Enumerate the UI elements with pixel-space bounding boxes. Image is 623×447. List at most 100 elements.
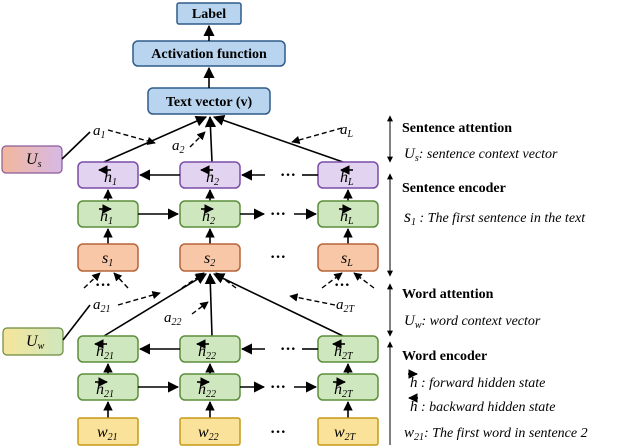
line-us-to-attention bbox=[61, 131, 91, 160]
svg-text:h22: h22 bbox=[198, 381, 216, 400]
svg-text:h : forward hidden state: h : forward hidden state bbox=[410, 375, 545, 391]
line-uw-to-attention bbox=[62, 304, 91, 341]
attention-weight-a22: a22 bbox=[164, 310, 182, 328]
sentence-backward-node-1: h1 bbox=[77, 161, 139, 189]
svg-text:w21: w21 bbox=[97, 424, 118, 443]
ellipsis-word-forward: ··· bbox=[270, 379, 286, 396]
dashed-fan-sL bbox=[321, 272, 343, 289]
word-node-21: w21 bbox=[77, 417, 139, 446]
sentence-node-L: sL bbox=[317, 243, 379, 272]
attention-weight-aL: aL bbox=[340, 122, 354, 140]
legend-forward-hidden-state: h : forward hidden state bbox=[408, 369, 545, 391]
line-hw21-to-s2 bbox=[103, 273, 207, 337]
svg-text:h2T: h2T bbox=[334, 381, 354, 400]
word-forward-node-22: h22 bbox=[179, 373, 241, 401]
svg-text:w21: The first word in sentenc: w21: The first word in sentence 2 bbox=[404, 425, 588, 443]
legend-backward-hidden-state: h : backward hidden state bbox=[408, 393, 555, 415]
svg-text:h21: h21 bbox=[96, 343, 114, 362]
svg-text:a22: a22 bbox=[164, 310, 182, 328]
sentence-backward-node-L: hL bbox=[317, 161, 379, 189]
svg-text:w22: w22 bbox=[198, 424, 219, 443]
sentence-node-1: s1 bbox=[77, 243, 139, 272]
section-title-word-attention: Word attention bbox=[402, 287, 494, 302]
legend-sentence-encoder: Sentence encoder s1 : The first sentence… bbox=[402, 181, 586, 228]
dashed-a21 bbox=[117, 291, 161, 306]
sentence-node-2: s2 bbox=[179, 243, 241, 272]
svg-text:h21: h21 bbox=[96, 381, 114, 400]
text-vector-text: Text vector (v) bbox=[166, 95, 253, 110]
word-backward-node-2T: h2T bbox=[317, 335, 379, 363]
svg-text:h2: h2 bbox=[206, 169, 219, 188]
attention-weight-a1: a1 bbox=[93, 123, 106, 141]
dashed-a2T bbox=[289, 293, 336, 306]
activation-function-text: Activation function bbox=[151, 47, 267, 62]
dashed-a22 bbox=[191, 301, 209, 315]
legend-word-encoder: Word encoder h : forward hidden state h … bbox=[402, 349, 588, 443]
word-backward-node-21: h21 bbox=[77, 335, 139, 363]
svg-text:h2T: h2T bbox=[334, 343, 354, 362]
section-title-sentence-encoder: Sentence encoder bbox=[402, 181, 506, 196]
sentence-backward-node-2: h2 bbox=[179, 161, 241, 189]
svg-text:a21: a21 bbox=[93, 297, 111, 315]
svg-text:a2T: a2T bbox=[336, 297, 356, 315]
svg-text:Us: Us bbox=[26, 151, 42, 170]
word-forward-node-2T: h2T bbox=[317, 373, 379, 401]
svg-text:a2: a2 bbox=[172, 138, 185, 156]
dashed-a2 bbox=[189, 131, 206, 148]
svg-text:hL: hL bbox=[340, 169, 354, 188]
svg-text:s2: s2 bbox=[204, 250, 215, 269]
svg-text:h : backward hidden state: h : backward hidden state bbox=[410, 399, 555, 415]
dashed-fan-s1 bbox=[83, 272, 101, 289]
svg-text:s1: s1 bbox=[102, 250, 113, 269]
activation-function-node: Activation function bbox=[132, 40, 286, 67]
word-backward-node-22: h22 bbox=[179, 335, 241, 363]
svg-text:h22: h22 bbox=[198, 343, 216, 362]
svg-text:hL: hL bbox=[340, 208, 354, 227]
line-hw2T-to-s2 bbox=[212, 273, 344, 337]
line-h1-to-vector bbox=[103, 115, 208, 163]
svg-text:Uw: Uw bbox=[26, 333, 45, 352]
section-title-word-encoder: Word encoder bbox=[402, 349, 487, 364]
svg-text:h2: h2 bbox=[202, 208, 215, 227]
dashed-aL bbox=[291, 127, 343, 145]
line-hw22-to-s2 bbox=[204, 272, 216, 337]
ellipsis-sentence-nodes: ··· bbox=[270, 249, 286, 266]
sentence-forward-node-1: h1 bbox=[77, 200, 139, 228]
legend-word-attention: Word attention Uw: word context vector bbox=[402, 287, 541, 331]
svg-text:a1: a1 bbox=[93, 123, 106, 141]
ellipsis-word-nodes: ··· bbox=[270, 424, 286, 441]
sentence-context-vector-node: Us bbox=[1, 145, 63, 174]
svg-text:Uw: word context vector: Uw: word context vector bbox=[404, 313, 541, 331]
legend-first-word: w21: The first word in sentence 2 bbox=[404, 425, 588, 443]
line-h2-to-vector bbox=[204, 115, 217, 163]
word-forward-node-21: h21 bbox=[77, 373, 139, 401]
section-title-sentence-attention: Sentence attention bbox=[402, 121, 512, 136]
svg-text:w2T: w2T bbox=[334, 424, 357, 443]
label-node: Label bbox=[176, 2, 242, 25]
word-node-22: w22 bbox=[179, 417, 241, 446]
svg-text:s1 : The first sentence in the: s1 : The first sentence in the text bbox=[404, 206, 586, 228]
line-hL-to-vector bbox=[212, 115, 344, 163]
label-text: Label bbox=[192, 7, 226, 22]
word-node-2T: w2T bbox=[317, 417, 379, 446]
ellipsis-sentence-forward: ··· bbox=[270, 206, 286, 223]
svg-text:Us: sentence context vector: Us: sentence context vector bbox=[404, 146, 558, 164]
sentence-forward-node-L: hL bbox=[317, 200, 379, 228]
text-vector-node: Text vector (v) bbox=[147, 87, 271, 115]
word-context-vector-node: Uw bbox=[2, 327, 64, 356]
ellipsis-word-backward: ··· bbox=[280, 341, 296, 358]
sentence-forward-node-2: h2 bbox=[179, 200, 241, 228]
ellipsis-sentence-backward: ··· bbox=[280, 167, 296, 184]
attention-weight-a2T: a2T bbox=[336, 297, 356, 315]
dashed-fan-s1 bbox=[113, 272, 129, 289]
attention-weight-a2: a2 bbox=[172, 138, 185, 156]
dashed-a1 bbox=[107, 129, 156, 146]
ellipsis-fan-s1: ··· bbox=[95, 277, 111, 294]
svg-text:h1: h1 bbox=[100, 208, 113, 227]
dashed-fan-sL bbox=[353, 272, 375, 289]
svg-text:h1: h1 bbox=[104, 169, 117, 188]
attention-weight-a21: a21 bbox=[93, 297, 111, 315]
svg-text:aL: aL bbox=[340, 122, 354, 140]
legend-sentence-attention: Sentence attention Us: sentence context … bbox=[402, 121, 558, 164]
